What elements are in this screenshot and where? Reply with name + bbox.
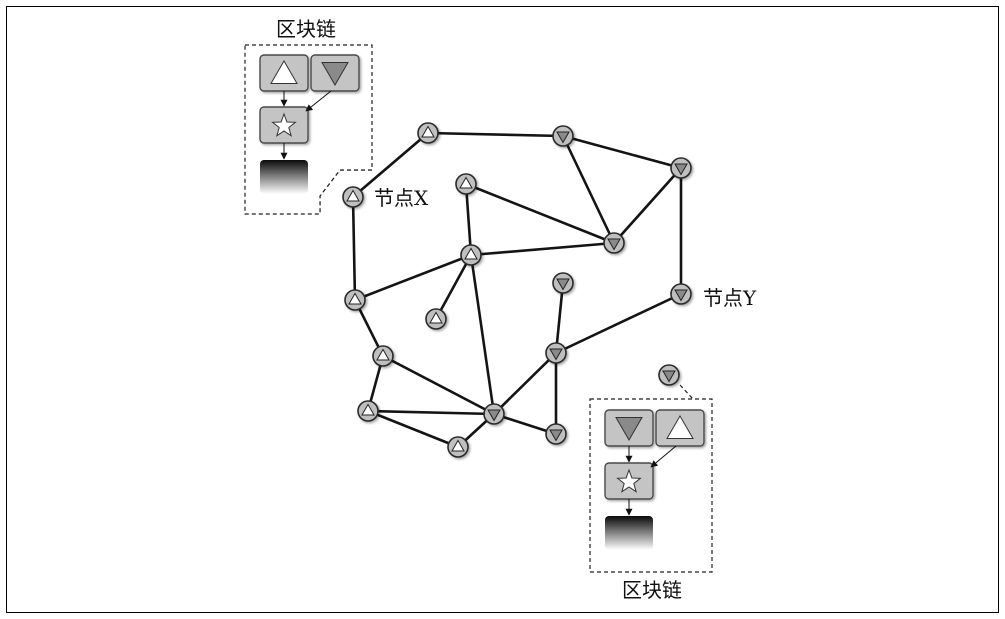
triangle-down-icon: [549, 429, 563, 442]
edge-x-a: [351, 131, 430, 199]
star-icon: [616, 468, 642, 493]
network-node-n: [545, 423, 567, 445]
triangle-down-icon: [556, 278, 570, 291]
edge-f-m: [469, 253, 496, 416]
network-node-z: [658, 364, 680, 386]
block-tile-1: [259, 54, 309, 92]
triangle-down-icon: [607, 238, 621, 251]
triangle-up-icon: [451, 439, 465, 452]
triangle-up-icon: [376, 348, 390, 361]
network-nodes: [342, 122, 692, 458]
edge-f-e: [469, 241, 616, 257]
edge-m-j: [492, 351, 558, 416]
edge-f-h: [434, 253, 473, 321]
network-node-f: [460, 244, 482, 266]
star-icon: [271, 112, 297, 137]
edge-a-b: [426, 131, 565, 138]
node-y-label: 节点Y: [703, 286, 757, 310]
triangle-down-icon: [615, 416, 643, 441]
triangle-down-icon: [549, 348, 563, 361]
triangle-up-icon: [270, 60, 298, 85]
edge-b-e: [561, 134, 616, 245]
edge-b-c: [561, 134, 683, 170]
network-node-b: [552, 125, 574, 147]
arrow-diagonal: [305, 90, 332, 112]
network-node-g: [344, 289, 366, 311]
edge-l-o: [366, 409, 460, 449]
triangle-down-icon: [662, 370, 676, 383]
triangle-up-icon: [666, 415, 694, 440]
triangle-up-icon: [464, 247, 478, 260]
triangle-up-icon: [348, 292, 362, 305]
block-tile-1: [604, 409, 654, 447]
edge-f-g: [353, 253, 473, 302]
edge-x-g: [351, 195, 357, 302]
network-node-i: [552, 272, 574, 294]
edge-j-i: [554, 281, 565, 355]
callout-connector-bottom: [679, 384, 694, 400]
arrow-diagonal: [650, 445, 677, 468]
block-tile-2: [310, 54, 360, 92]
block-tile-star: [259, 106, 309, 144]
blockchain-callout-bottom: 区块链: [589, 398, 713, 602]
triangle-up-icon: [429, 311, 443, 324]
triangle-down-icon: [321, 61, 349, 86]
network-node-m: [483, 403, 505, 425]
outer-frame: [6, 6, 999, 613]
triangle-down-icon: [674, 289, 688, 302]
blockchain-callout-top: 区块链: [244, 17, 373, 215]
network-node-k: [372, 345, 394, 367]
triangle-down-icon: [556, 131, 570, 144]
node-x-label: 节点X: [374, 186, 429, 210]
block-tile-star: [604, 462, 654, 500]
edge-c-e: [612, 166, 683, 245]
network-node-o: [447, 436, 469, 458]
ledger-block: [605, 516, 653, 550]
triangle-up-icon: [346, 189, 360, 202]
network-node-h: [425, 308, 447, 330]
edge-l-m: [366, 409, 496, 416]
network-node-e: [603, 232, 625, 254]
edge-j-y: [554, 292, 683, 355]
network-node-a: [417, 122, 439, 144]
blockchain-label-top: 区块链: [276, 17, 336, 41]
network-node-l: [357, 400, 379, 422]
triangle-down-icon: [487, 409, 501, 422]
block-tile-2: [655, 409, 705, 447]
edge-m-n: [492, 412, 558, 436]
network-node-c: [670, 157, 692, 179]
triangle-up-icon: [421, 125, 435, 138]
node-x: [342, 186, 364, 208]
edge-d-e: [464, 182, 616, 245]
network-node-j: [545, 342, 567, 364]
node-y: [670, 283, 692, 305]
edge-k-m: [381, 354, 496, 416]
triangle-down-icon: [674, 163, 688, 176]
blockchain-label-bottom: 区块链: [622, 578, 682, 602]
triangle-up-icon: [459, 176, 473, 189]
triangle-up-icon: [361, 403, 375, 416]
network-node-d: [455, 173, 477, 195]
edge-d-f: [464, 182, 473, 257]
ledger-block: [260, 160, 308, 194]
